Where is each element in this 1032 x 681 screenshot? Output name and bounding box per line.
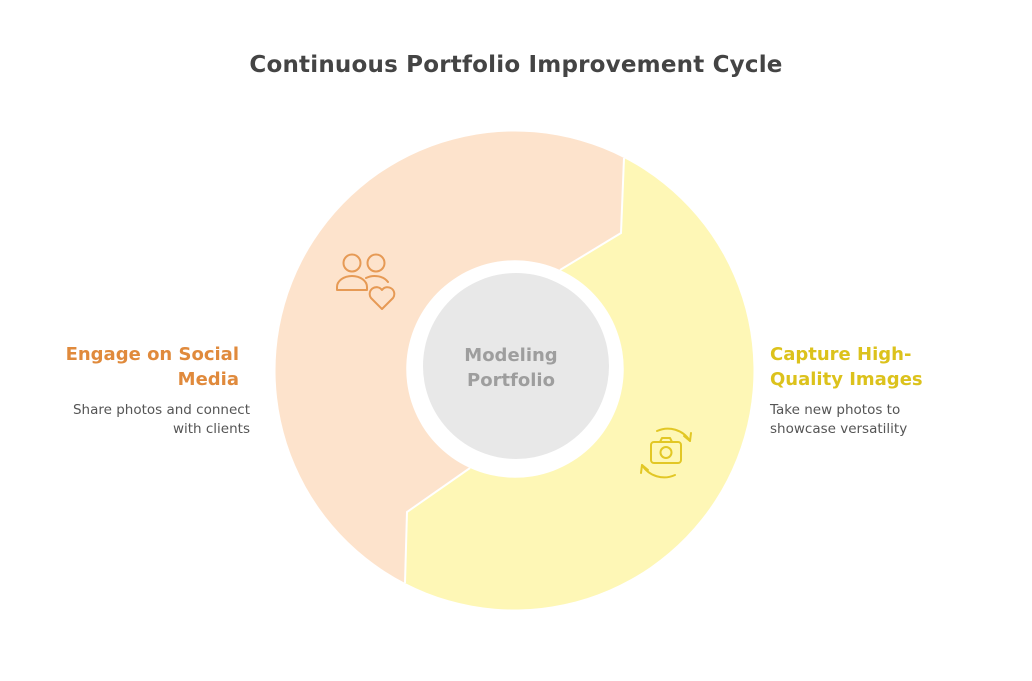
segment-separator-bottom xyxy=(404,467,471,584)
segment-separator-top xyxy=(559,157,625,271)
social-hearts-icon xyxy=(336,253,396,310)
capture-images-title-line1: Capture High- xyxy=(770,344,912,365)
center-label-line1: Modeling xyxy=(464,345,557,366)
engage-social-desc-line1: Share photos and connect xyxy=(72,402,250,418)
capture-images-desc-line2: showcase versatility xyxy=(770,421,908,437)
center-label-line2: Portfolio xyxy=(467,370,555,391)
engage-social-title-line2: Media xyxy=(177,369,239,390)
capture-images-description: Take new photos to showcase versatility xyxy=(770,401,990,439)
segment-engage-social[interactable] xyxy=(275,131,624,583)
engage-social-title-line1: Engage on Social xyxy=(65,344,239,365)
diagram-title: Continuous Portfolio Improvement Cycle xyxy=(249,52,783,78)
capture-images-title: Capture High- Quality Images xyxy=(770,342,990,392)
engage-social-desc-line2: with clients xyxy=(172,421,250,437)
capture-images-title-line2: Quality Images xyxy=(770,369,923,390)
segment-capture-images[interactable] xyxy=(405,158,754,610)
camera-cycle-icon xyxy=(640,427,692,479)
engage-social-title: Engage on Social Media xyxy=(9,342,239,392)
center-hub[interactable] xyxy=(423,273,609,459)
capture-images-desc-line1: Take new photos to xyxy=(770,402,901,418)
engage-social-description: Share photos and connect with clients xyxy=(10,401,250,439)
